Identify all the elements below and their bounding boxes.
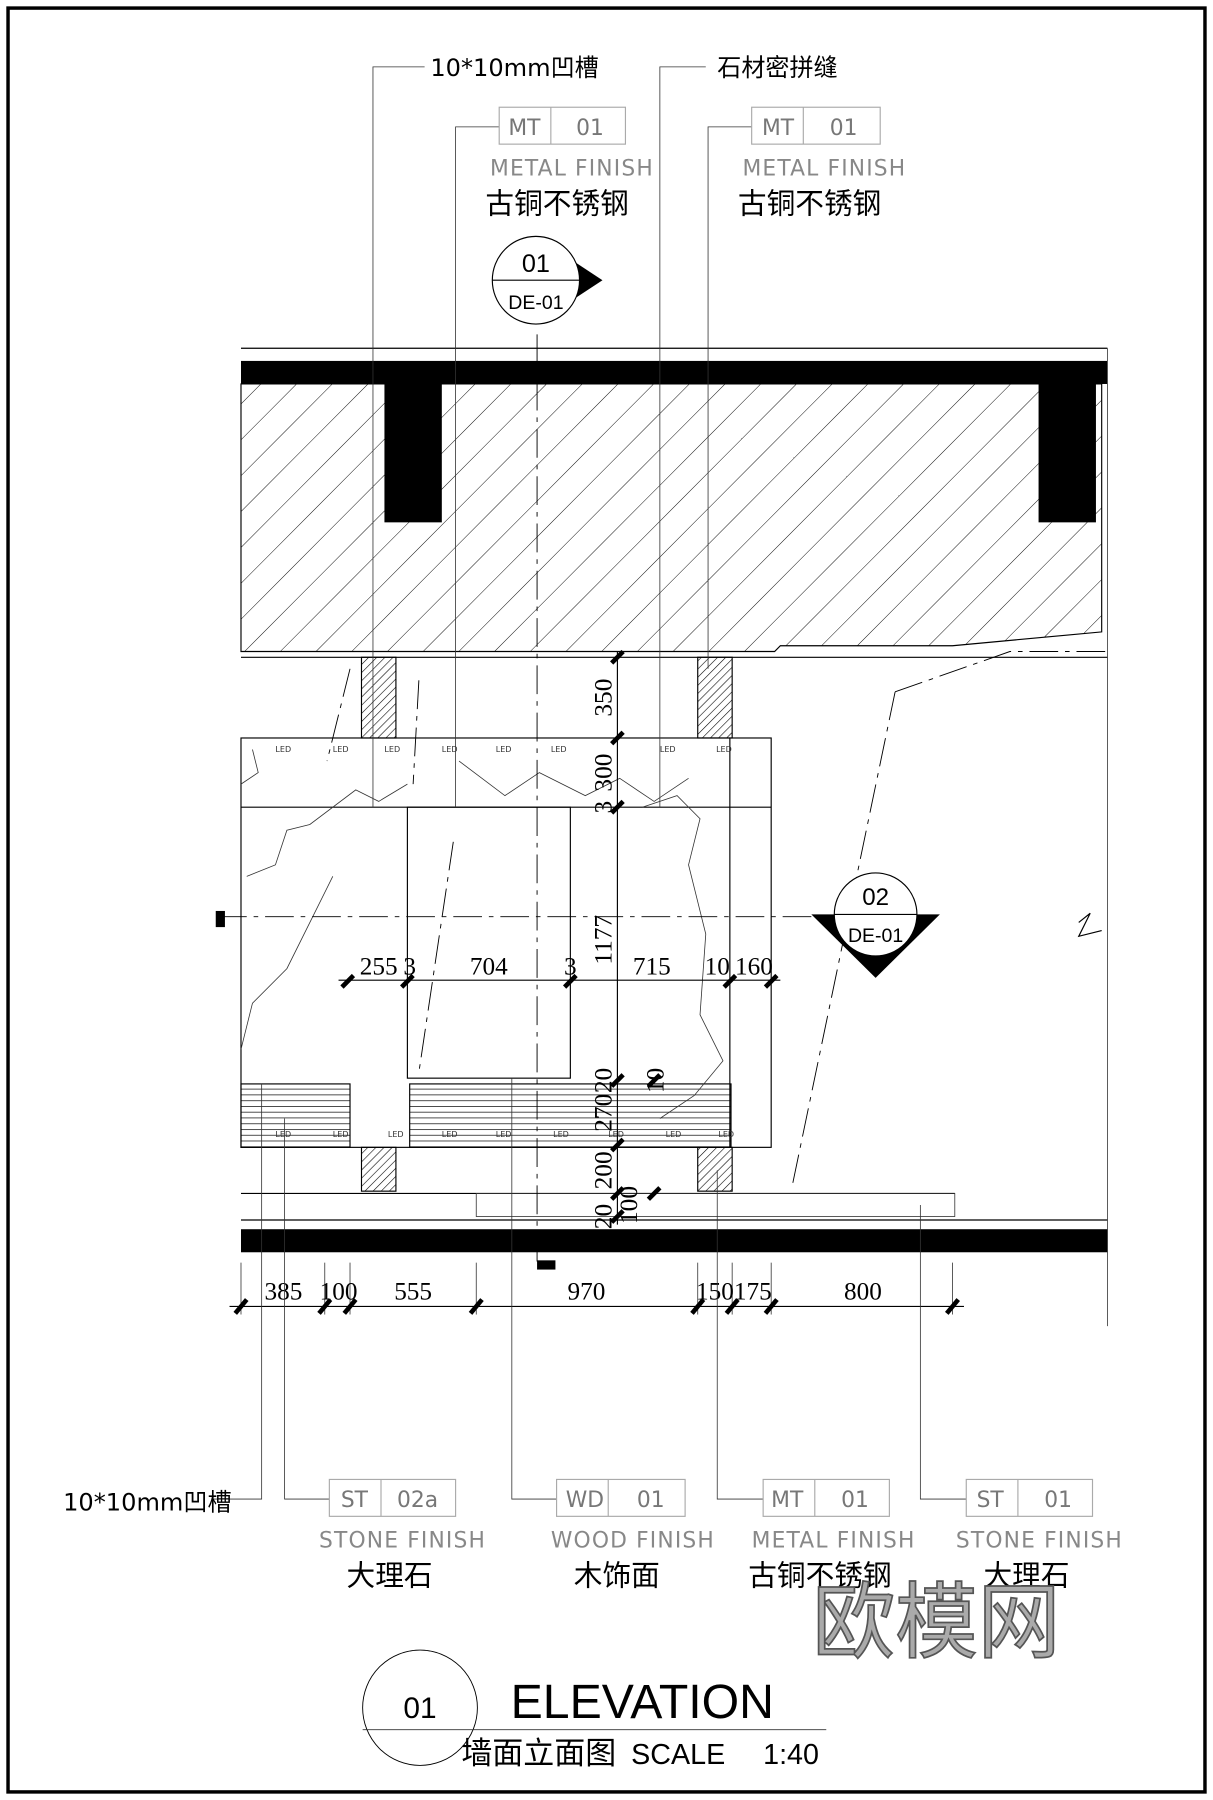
scale-label: SCALE [631,1739,725,1771]
drawing-label: 木饰面 [574,1558,660,1592]
title-number: 01 [403,1692,436,1725]
drawing-label: 10 [641,1068,669,1093]
bottom-dimensions: 385 100 555 970 150 175 800 [229,1262,964,1315]
drawing-label: DE-01 [508,292,563,314]
section-mark-01[interactable]: 01 DE-01 [491,235,603,325]
drawing-label: 160 [735,952,773,980]
drawing-label: 10 [705,952,730,980]
led-label: LED [275,1130,291,1139]
drawing-label: 270 [590,1094,618,1132]
drawing-label: 350 [590,679,618,717]
material-tag-mt01-b: MT 01 METAL FINISH 古铜不锈钢 [738,106,906,220]
drawing-label: WD [566,1488,604,1513]
sheet-border [6,6,1207,1794]
led-label: LED [333,745,349,754]
led-label: LED [666,1130,682,1139]
drawing-label: 01 [522,250,550,278]
drawing-label: 01 [841,1488,869,1513]
led-label: LED [496,1130,512,1139]
drawing-label: 800 [844,1277,882,1305]
drawing-label: 3 [590,801,618,814]
drawing-label: 555 [394,1277,432,1305]
drawing-label: 01 [830,116,858,141]
drawing-label: METAL FINISH [490,156,654,181]
drawing-label: DE-01 [848,925,903,947]
material-tag-wd01: WD 01 WOOD FINISH 木饰面 [551,1478,715,1593]
drawing-label: 古铜不锈钢 [738,186,881,220]
led-label: LED [496,745,512,754]
led-label: LED [551,745,567,754]
drawing-label: 715 [633,952,671,980]
floor-slab [240,1229,1108,1253]
led-label: LED [333,1130,349,1139]
drawing-label: 20 [590,1068,618,1093]
drawing-label: MT [771,1488,804,1513]
material-tag-st02a: ST 02a STONE FINISH 大理石 [319,1478,486,1593]
stone-joint-note: 石材密拼缝 [717,54,837,82]
drawing-label: STONE FINISH [319,1528,486,1553]
bottom-annotations: 10*10mm凹槽 ST 02a STONE FINISH 大理石 WD 01 … [63,1078,1123,1593]
drawing-label: 175 [734,1277,772,1305]
drawing-label: 01 [576,116,604,141]
drawing-label: 01 [637,1488,665,1513]
drawing-label: STONE FINISH [956,1528,1123,1553]
led-label: LED [660,745,676,754]
drawing-label: 255 [360,952,398,980]
led-label: LED [718,1130,734,1139]
drawing-label: 02a [397,1488,438,1513]
drawing-label: MT [762,116,795,141]
drawing-label: WOOD FINISH [551,1528,715,1553]
top-annotations: 10*10mm凹槽 石材密拼缝 MT 01 METAL FINISH 古铜不锈钢… [372,54,906,808]
drawing-label: 20 [590,1204,618,1229]
drawing-label: MT [508,116,541,141]
horizontal-dimensions: 255 3 704 3 715 10 160 [338,952,781,989]
drawing-label: 3 [564,952,577,980]
section-mark-02[interactable]: 02 DE-01 [811,872,940,978]
led-label: LED [608,1130,624,1139]
drawing-label: ST [977,1488,1005,1513]
material-tag-mt01-c: MT 01 METAL FINISH 古铜不锈钢 [748,1478,916,1593]
drawing-label: 385 [265,1277,303,1305]
led-label: LED [275,745,291,754]
drawing-label: METAL FINISH [752,1528,916,1553]
groove-note: 10*10mm凹槽 [430,54,598,82]
drawing-label: 大理石 [983,1558,1069,1592]
drawing-label: 3 [403,952,416,980]
led-label: LED [388,1130,404,1139]
led-labels: LED LED LED LED LED LED LED LED LED LED … [275,745,734,1139]
title-block: 01 ELEVATION 墙面立面图 SCALE 1:40 [362,1649,827,1772]
title-sub-cn: 墙面立面图 [461,1736,616,1772]
drawing-label: METAL FINISH [742,156,906,181]
drawing-label: 大理石 [347,1558,433,1592]
led-label: LED [553,1130,569,1139]
led-label: LED [442,745,458,754]
material-tag-mt01-a: MT 01 METAL FINISH 古铜不锈钢 [485,106,654,220]
drawing-label: 100 [320,1277,358,1305]
ceiling-slab [240,347,1108,1327]
drawing-label: 704 [470,952,508,980]
drawing-label: 01 [1044,1488,1072,1513]
drawing-label: 100 [615,1186,643,1224]
drawing-label: 200 [590,1151,618,1189]
drawing-label: 古铜不锈钢 [485,186,628,220]
marble-wall [215,334,1108,1270]
scale-value: 1:40 [763,1739,819,1771]
groove-note-left: 10*10mm凹槽 [63,1489,231,1517]
led-label: LED [384,745,400,754]
led-label: LED [716,745,732,754]
drawing-label: 古铜不锈钢 [748,1558,891,1592]
drawing-label: 300 [590,754,618,792]
drawing-label: 150 [696,1277,734,1305]
vertical-dimensions: 350 300 3 1177 20 270 200 20 10 100 [590,649,669,1229]
drawing-label: 1177 [590,915,618,965]
drawing-label: ST [341,1488,369,1513]
material-tag-st01: ST 01 STONE FINISH 大理石 [956,1478,1123,1593]
drawing-label: 970 [567,1277,605,1305]
led-label: LED [442,1130,458,1139]
title-main: ELEVATION [511,1675,774,1729]
drawing-label: 02 [862,884,889,911]
watermark-logo: 欧模网 [812,1574,1060,1671]
